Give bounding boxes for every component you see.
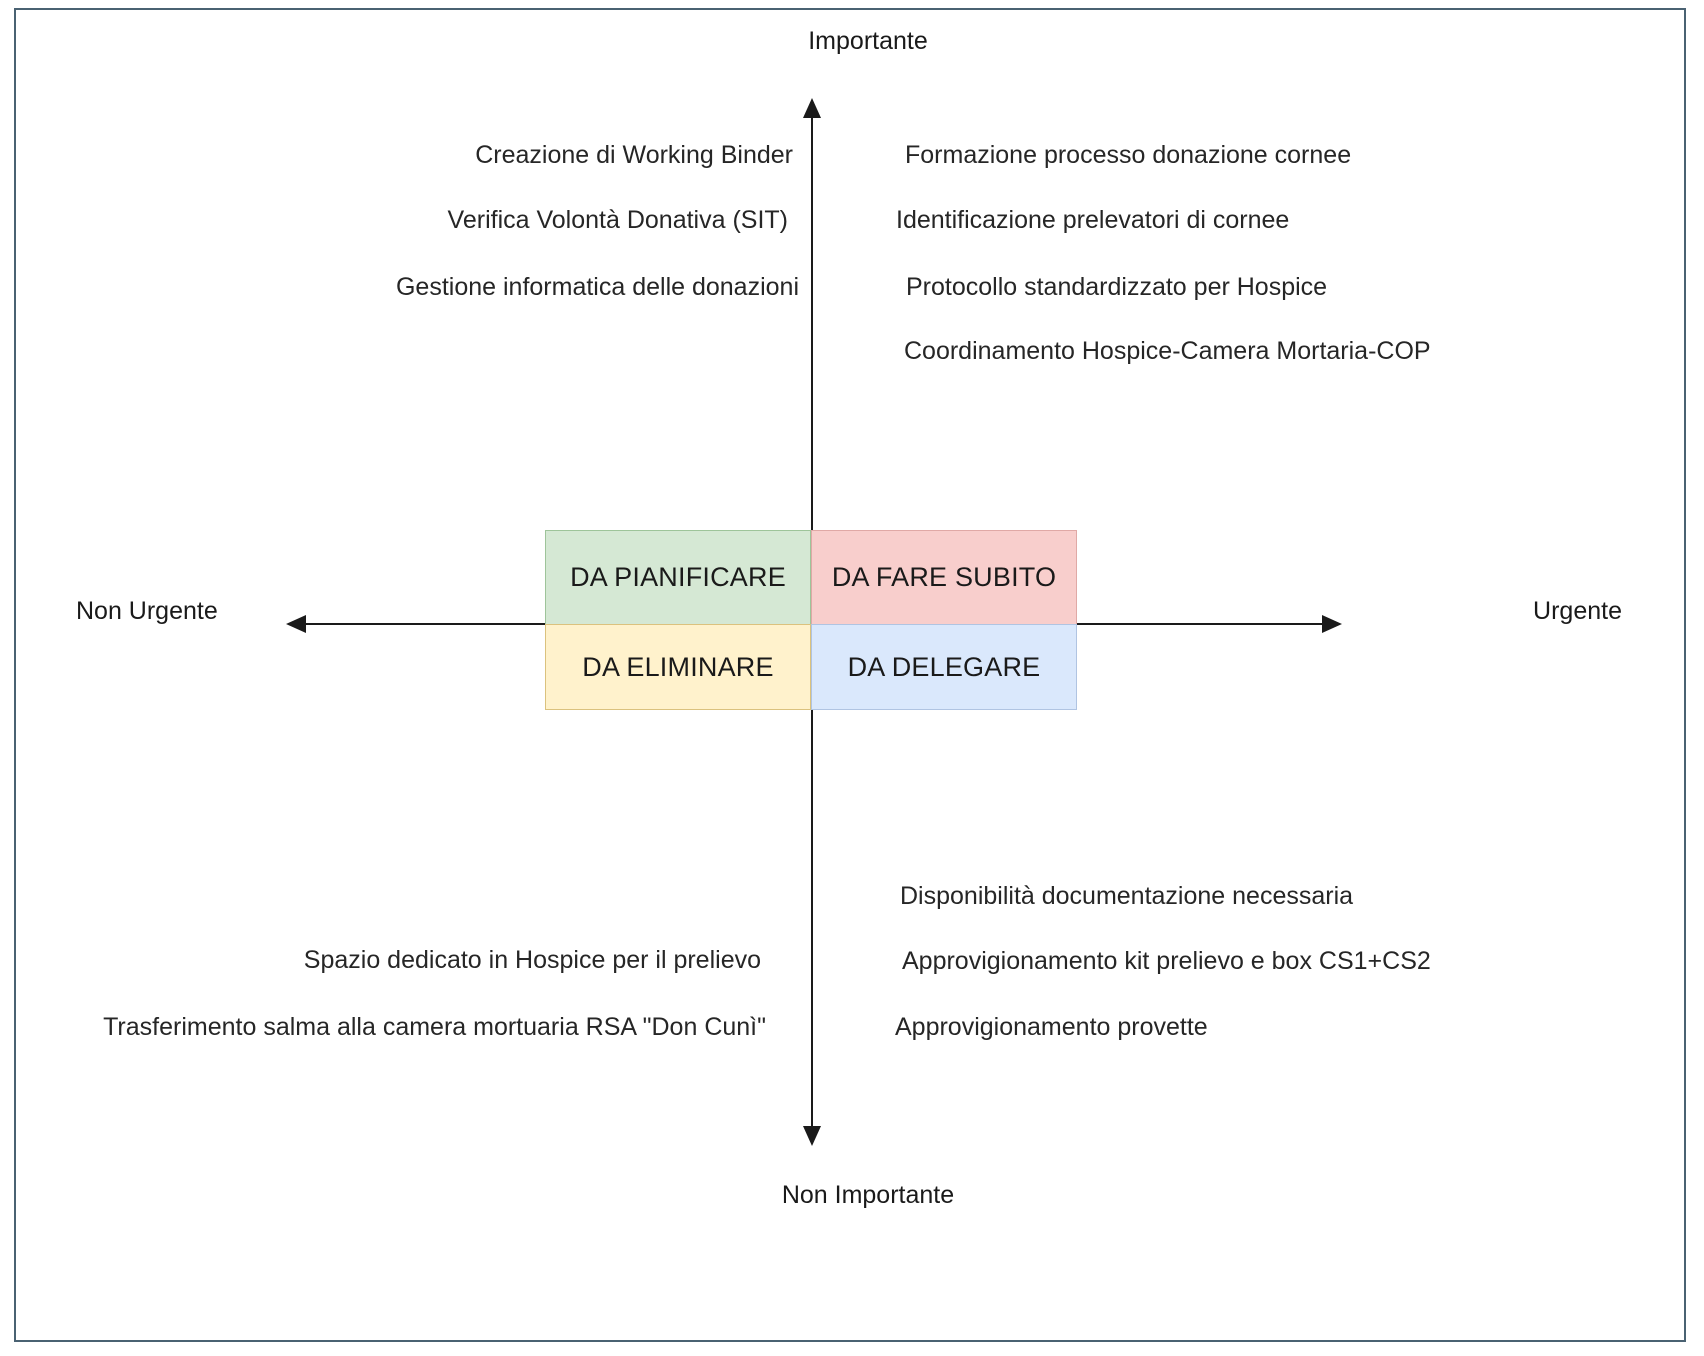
task-item: Creazione di Working Binder <box>475 141 793 169</box>
arrow-left-icon <box>286 615 306 633</box>
task-item: Approvigionamento kit prelievo e box CS1… <box>902 947 1431 975</box>
task-item: Spazio dedicato in Hospice per il prelie… <box>303 946 761 974</box>
task-item: Protocollo standardizzato per Hospice <box>906 273 1328 301</box>
axis-label-importante: Importante <box>808 27 928 55</box>
arrow-right-icon <box>1322 615 1342 633</box>
axis-label-non-importante: Non Importante <box>781 1181 955 1209</box>
diagram-frame: Importante Non Importante Non Urgente Ur… <box>14 8 1686 1342</box>
task-item: Verifica Volontà Donativa (SIT) <box>447 206 788 234</box>
task-item: Identificazione prelevatori di cornee <box>896 206 1290 234</box>
quadrant-box-da-pianificare[interactable]: DA PIANIFICARE <box>545 530 811 625</box>
task-item: Gestione informatica delle donazioni <box>395 273 799 301</box>
arrow-down-icon <box>803 1126 821 1146</box>
axis-label-urgente: Urgente <box>1533 597 1622 625</box>
arrow-up-icon <box>803 98 821 118</box>
task-item: Coordinamento Hospice-Camera Mortaria-CO… <box>904 337 1431 365</box>
axis-label-non-urgente: Non Urgente <box>76 597 218 625</box>
task-item: Disponibilità documentazione necessaria <box>900 882 1354 910</box>
quadrant-box-da-delegare[interactable]: DA DELEGARE <box>811 624 1077 710</box>
quadrant-box-da-eliminare[interactable]: DA ELIMINARE <box>545 624 811 710</box>
task-item: Trasferimento salma alla camera mortuari… <box>103 1013 766 1041</box>
task-item: Approvigionamento provette <box>895 1013 1208 1041</box>
task-item: Formazione processo donazione cornee <box>905 141 1352 169</box>
quadrant-box-da-fare-subito[interactable]: DA FARE SUBITO <box>811 530 1077 625</box>
